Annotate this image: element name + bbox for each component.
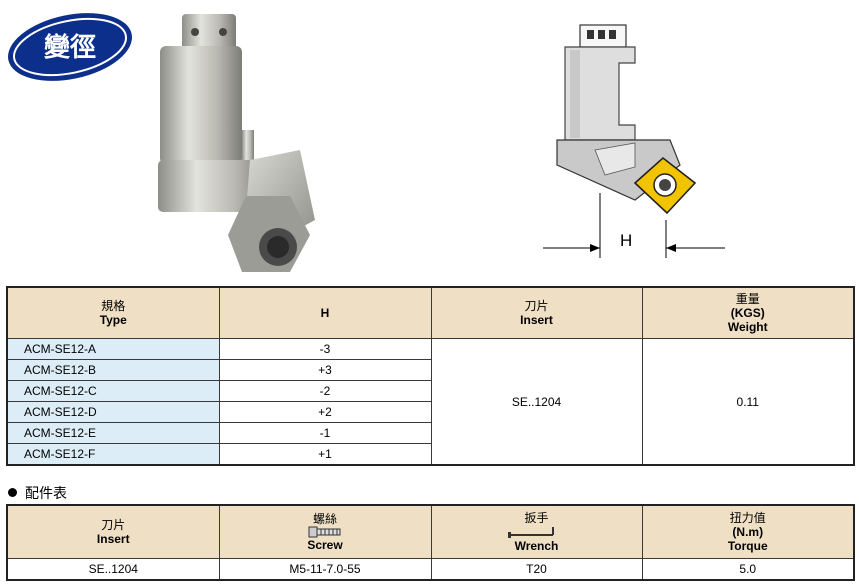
table-row: ACM-SE12-C -2 (6, 380, 854, 402)
h-cell: +1 (218, 443, 432, 466)
h-cell: -1 (218, 422, 432, 444)
dimension-h-label: H (620, 231, 633, 250)
header-wrench: 扳手 Wrench (430, 504, 643, 559)
spec-header-row: 規格 Type H 刀片 Insert 重量 (KGS) Weight (6, 286, 855, 339)
weight-cell: 0.11 (641, 338, 855, 466)
type-cell: ACM-SE12-B (6, 359, 220, 381)
h-cell: +3 (218, 359, 432, 381)
table-row: SE..1204 M5-11-7.0-55 T20 5.0 (6, 558, 855, 581)
product-photo (158, 14, 315, 272)
type-cell: ACM-SE12-F (6, 443, 220, 466)
type-cell: ACM-SE12-D (6, 401, 220, 423)
table-row: ACM-SE12-E -1 (6, 422, 854, 444)
screw-icon (308, 526, 341, 538)
table-row: ACM-SE12-D +2 (6, 401, 854, 423)
screw-cell: M5-11-7.0-55 (218, 558, 432, 581)
header-type: 規格 Type (6, 286, 220, 339)
table-row: ACM-SE12-F +1 (6, 443, 854, 466)
wrench-icon (507, 527, 554, 538)
table-row: ACM-SE12-B +3 (6, 359, 854, 381)
h-cell: -3 (218, 338, 432, 360)
header-weight: 重量 (KGS) Weight (641, 286, 855, 339)
bullet-icon (8, 488, 17, 497)
accessories-header-row: 刀片 Insert 螺絲 Screw 扳手 Wrench 扭力值 (6, 504, 855, 559)
header-torque: 扭力值 (N.m) Torque (641, 504, 855, 559)
h-cell: +2 (218, 401, 432, 423)
header-screw: 螺絲 Screw (218, 504, 432, 559)
brand-logo: 變徑 (8, 13, 132, 81)
wrench-cell: T20 (430, 558, 643, 581)
header-h: H (218, 286, 432, 339)
insert-cell: SE..1204 (6, 558, 220, 581)
header-insert: 刀片 Insert (6, 504, 220, 559)
technical-drawing (543, 24, 725, 258)
spec-table: 規格 Type H 刀片 Insert 重量 (KGS) Weight ACM-… (6, 286, 855, 466)
type-cell: ACM-SE12-C (6, 380, 220, 402)
torque-cell: 5.0 (641, 558, 855, 581)
h-cell: -2 (218, 380, 432, 402)
type-cell: ACM-SE12-A (6, 338, 220, 360)
logo-text: 變徑 (44, 32, 96, 63)
insert-cell: SE..1204 (430, 338, 643, 466)
accessories-title: 配件表 (8, 483, 67, 503)
accessories-table: 刀片 Insert 螺絲 Screw 扳手 Wrench 扭力值 (6, 504, 855, 581)
table-row: ACM-SE12-A -3 SE..1204 0.11 (6, 338, 855, 466)
type-cell: ACM-SE12-E (6, 422, 220, 444)
header-insert: 刀片 Insert (430, 286, 643, 339)
